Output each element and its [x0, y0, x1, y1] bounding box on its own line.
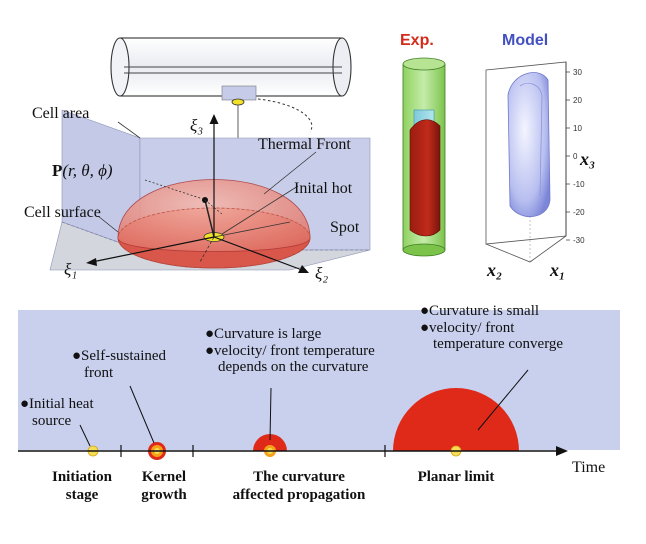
label-initial-hot: Inital hot: [294, 180, 353, 197]
x3-tick: -20: [573, 208, 585, 217]
annotation-curvature-large: ●Curvature is large ●velocity/ front tem…: [205, 326, 375, 376]
time-axis-ticks: [120, 445, 386, 457]
stage-curvature-propagation: The curvature affected propagation: [204, 468, 394, 504]
stage-line: Planar limit: [417, 469, 495, 485]
annotation-leaders: [79, 369, 529, 447]
axis-label-xi3: ξ₃: [190, 116, 204, 135]
x3-tick: 0: [573, 152, 578, 161]
label-thermal-front: Thermal Front: [258, 136, 351, 153]
x3-tick: 20: [573, 96, 582, 105]
annotation-line: ●Self-sustained: [72, 348, 167, 364]
label-point-p: P(r, θ, ϕ): [52, 162, 113, 180]
label-cell-area: Cell area: [32, 105, 90, 122]
annotation-curvature-small: ●Curvature is small ●velocity/ front tem…: [420, 303, 563, 353]
annotation-line: ●Initial heat: [20, 396, 94, 412]
annotation-line: ●velocity/ front temperature: [205, 342, 375, 359]
exp-cylinder-render: [402, 57, 446, 257]
stage-line: growth: [141, 487, 187, 503]
stage-planar-limit: Planar limit: [400, 468, 512, 486]
model-axis-tick-marks: [566, 71, 570, 241]
model-header: Model: [502, 32, 549, 49]
x3-tick: 30: [573, 68, 582, 77]
stage-line: stage: [65, 487, 99, 503]
stage-line: Kernel: [141, 469, 187, 485]
annotation-self-sustained: ●Self-sustained front: [72, 348, 166, 381]
annotation-line: depends on the curvature: [218, 359, 369, 375]
x3-tick: -30: [573, 236, 585, 245]
axis-label-x3: x₃: [580, 149, 596, 169]
annotation-initial-heat: ●Initial heat source: [20, 396, 94, 429]
axis-label-x1: x₁: [550, 260, 566, 280]
front-growth-shapes: [87, 388, 519, 460]
annotation-line: front: [84, 364, 114, 381]
stage-line: affected propagation: [232, 487, 366, 503]
exp-header: Exp.: [400, 32, 434, 49]
stage-initiation: Initiation stage: [28, 468, 136, 504]
time-axis: [18, 445, 568, 457]
axis-label-xi1: ξ₁: [64, 260, 78, 279]
stage-line: Initiation: [51, 469, 112, 485]
stage-line: The curvature: [253, 469, 345, 485]
axis-label-x2: x₂: [487, 260, 503, 280]
point-symbol: P: [52, 161, 63, 180]
stage-kernel-growth: Kernel growth: [126, 468, 202, 504]
label-cell-surface: Cell surface: [24, 204, 101, 221]
model-3d-plot: [485, 61, 570, 263]
leader-lines: [97, 121, 317, 235]
annotation-line: ●velocity/ front: [420, 319, 515, 336]
x3-tick: 10: [573, 124, 582, 133]
annotation-line: source: [32, 412, 72, 429]
annotation-line: ●Curvature is large: [205, 326, 322, 342]
annotation-line: temperature converge: [433, 336, 564, 352]
axis-label-xi2: ξ₂: [315, 264, 329, 283]
time-axis-label: Time: [572, 459, 606, 476]
label-spot: Spot: [330, 219, 360, 236]
point-coordinates: (r, θ, ϕ): [62, 161, 113, 180]
x3-tick: -10: [573, 180, 585, 189]
annotation-line: ●Curvature is small: [420, 303, 540, 319]
coordinate-axes: [86, 114, 309, 273]
cylinder-cell: [110, 37, 352, 160]
